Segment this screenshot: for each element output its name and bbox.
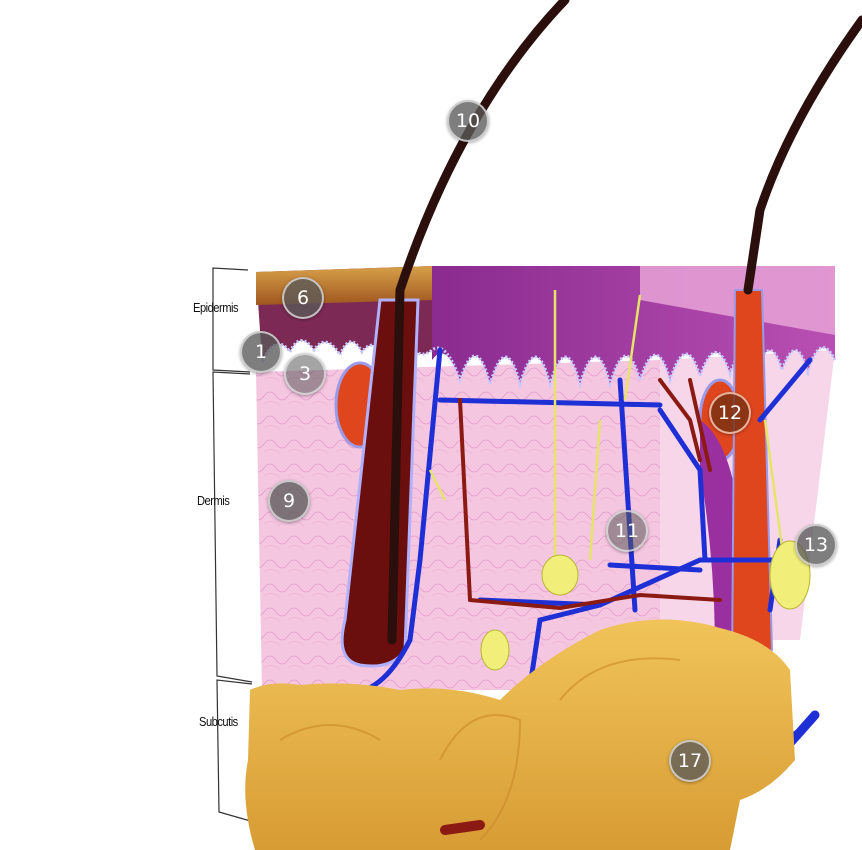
subcutis-label: Subcutis bbox=[199, 714, 238, 729]
epidermis-label: Epidermis bbox=[193, 300, 239, 315]
marker-1[interactable]: 1 bbox=[240, 331, 282, 373]
marker-10[interactable]: 10 bbox=[447, 100, 489, 142]
hair-follicle-right bbox=[730, 289, 774, 667]
dermis-label: Dermis bbox=[197, 493, 230, 508]
marker-12[interactable]: 12 bbox=[709, 392, 751, 434]
vessel-fragment bbox=[440, 820, 485, 835]
marker-17[interactable]: 17 bbox=[669, 740, 711, 782]
marker-13[interactable]: 13 bbox=[795, 524, 837, 566]
marker-3[interactable]: 3 bbox=[284, 353, 326, 395]
subcutis-fat bbox=[245, 619, 795, 850]
marker-11[interactable]: 11 bbox=[606, 510, 648, 552]
purple-follicle-region bbox=[700, 420, 740, 660]
marker-9[interactable]: 9 bbox=[268, 480, 310, 522]
layer-brackets bbox=[212, 267, 255, 823]
marker-6[interactable]: 6 bbox=[282, 277, 324, 319]
blood-vessels-arteries bbox=[458, 378, 722, 611]
